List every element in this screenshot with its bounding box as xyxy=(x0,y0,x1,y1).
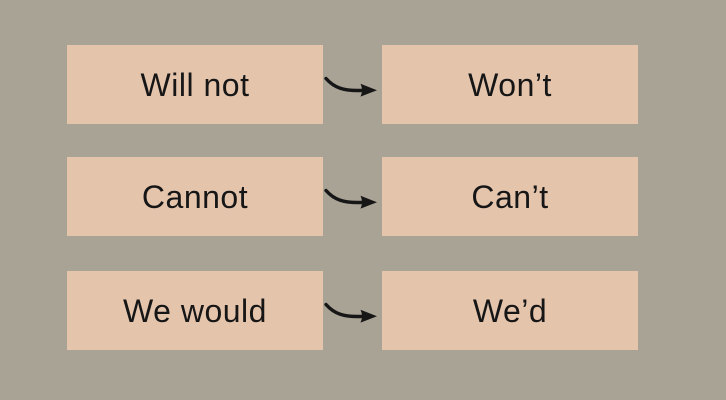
curved-right-arrow-icon xyxy=(323,73,381,99)
diagram-row: Will not Won’t xyxy=(0,45,726,124)
diagram-row: Cannot Can’t xyxy=(0,157,726,236)
target-box: We’d xyxy=(382,271,638,350)
target-box: Won’t xyxy=(382,45,638,124)
curved-right-arrow-icon xyxy=(323,185,381,211)
source-box: We would xyxy=(67,271,323,350)
source-box: Cannot xyxy=(67,157,323,236)
curved-right-arrow-icon xyxy=(323,299,381,325)
target-label: Won’t xyxy=(468,66,552,103)
target-label: Can’t xyxy=(471,178,549,215)
target-box: Can’t xyxy=(382,157,638,236)
source-label: Will not xyxy=(140,66,250,103)
source-label: We would xyxy=(123,292,267,329)
source-label: Cannot xyxy=(141,178,249,215)
diagram-row: We would We’d xyxy=(0,271,726,350)
target-label: We’d xyxy=(472,292,548,329)
source-box: Will not xyxy=(67,45,323,124)
